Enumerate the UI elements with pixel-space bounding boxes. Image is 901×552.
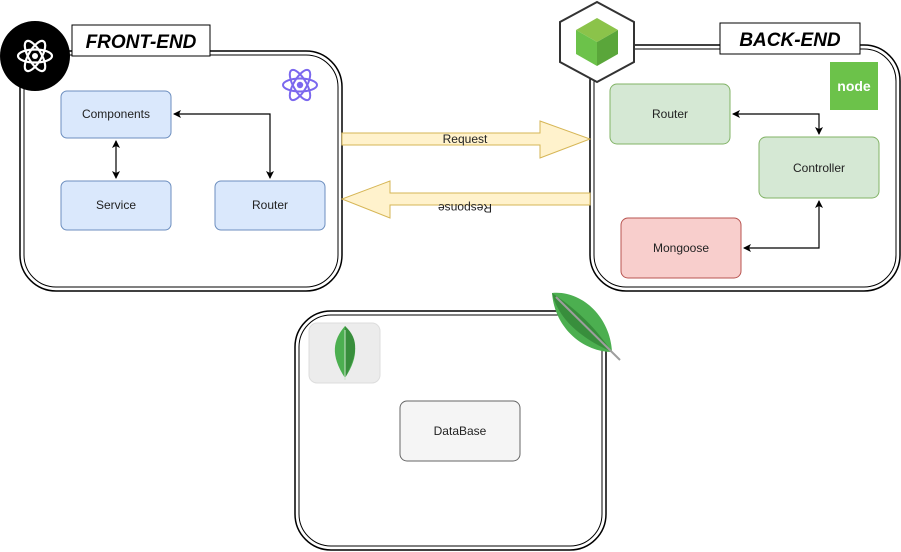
components-router-connector — [173, 110, 274, 179]
backend-title-box: BACK-END — [719, 22, 861, 55]
database-label: DataBase — [434, 424, 487, 438]
controller-label: Controller — [793, 161, 845, 175]
nodejs-hexagon-icon — [559, 0, 635, 84]
backend-controller-node[interactable]: Controller — [758, 136, 880, 199]
node-logo-text: node — [837, 78, 871, 94]
response-arrow: Response — [340, 180, 591, 219]
service-label: Service — [96, 198, 136, 212]
backend-title: BACK-END — [739, 30, 841, 51]
frontend-title-box: FRONT-END — [71, 24, 211, 57]
backend-router-node[interactable]: Router — [609, 83, 731, 145]
components-label: Components — [82, 107, 150, 121]
request-arrow: Request — [341, 120, 592, 159]
frontend-title: FRONT-END — [86, 32, 197, 53]
nodejs-logo-icon: node — [830, 62, 878, 110]
router-controller-connector — [732, 110, 823, 135]
backend-router-label: Router — [652, 107, 688, 121]
mongoose-label: Mongoose — [653, 241, 709, 255]
react-icon — [0, 21, 70, 91]
response-label: Response — [438, 201, 492, 215]
frontend-router-node[interactable]: Router — [214, 180, 326, 231]
frontend-components-node[interactable]: Components — [60, 90, 172, 139]
database-node[interactable]: DataBase — [399, 400, 521, 462]
react-atom-icon — [282, 68, 318, 102]
mongoose-controller-connector — [743, 200, 823, 252]
mongodb-leaf-icon — [552, 292, 621, 361]
mongodb-app-icon — [308, 322, 381, 384]
request-label: Request — [443, 132, 488, 146]
frontend-service-node[interactable]: Service — [60, 180, 172, 231]
frontend-router-label: Router — [252, 198, 288, 212]
backend-mongoose-node[interactable]: Mongoose — [620, 217, 742, 279]
